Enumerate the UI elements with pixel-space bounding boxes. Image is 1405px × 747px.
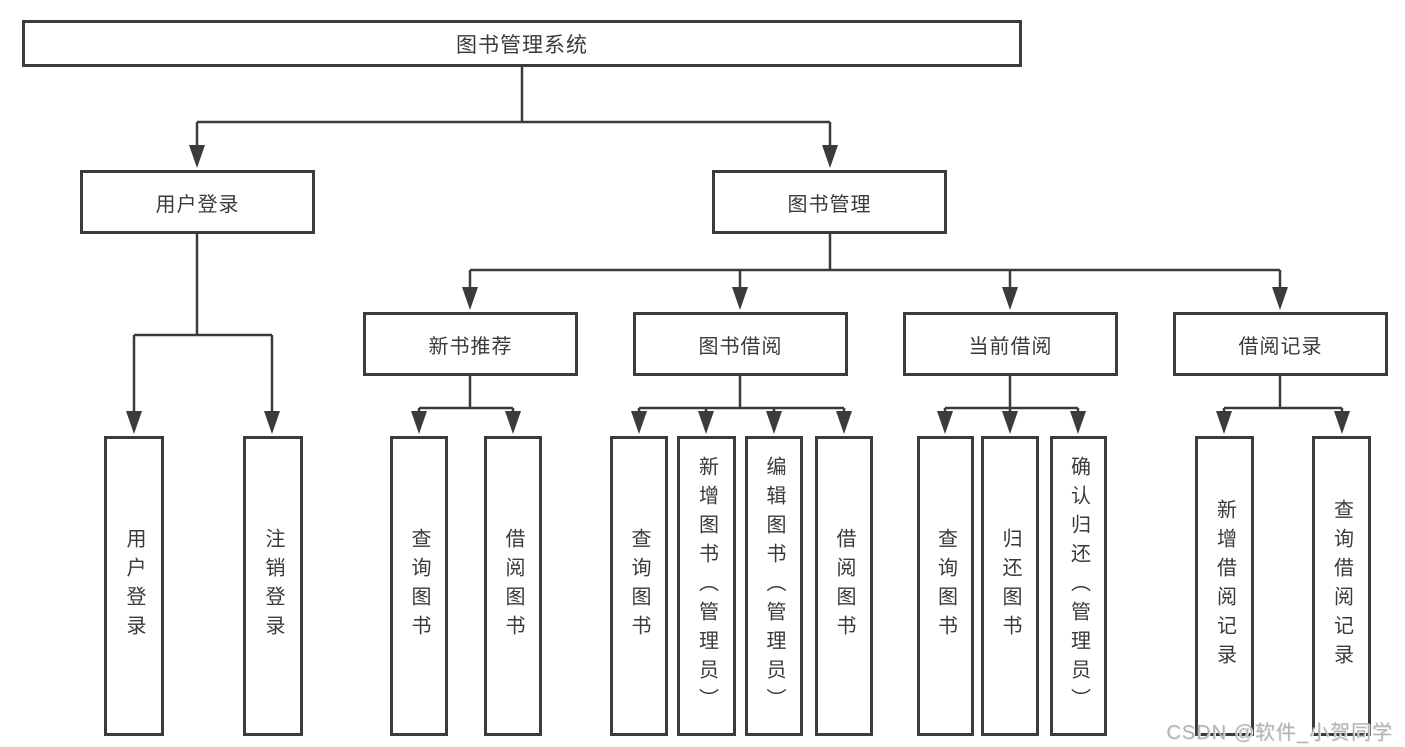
node-query-books-2: 查询图书 <box>610 436 668 736</box>
node-logout-leaf-label: 注销登录 <box>262 528 284 644</box>
node-add-borrow-record: 新增借阅记录 <box>1195 436 1254 736</box>
node-query-books-1: 查询图书 <box>390 436 448 736</box>
connector-root-branch <box>189 67 838 168</box>
node-borrowing-records: 借阅记录 <box>1173 312 1388 376</box>
arrowhead-icon <box>836 411 852 434</box>
node-new-book-recommendation-label: 新书推荐 <box>428 335 513 358</box>
watermark: CSDN @软件_小贺同学 <box>1166 722 1393 744</box>
node-new-book-recommendation: 新书推荐 <box>363 312 578 376</box>
node-borrow-books-2: 借阅图书 <box>815 436 873 736</box>
node-borrow-books-1: 借阅图书 <box>484 436 542 736</box>
node-query-books-1-label: 查询图书 <box>408 528 430 644</box>
node-user-login: 用户登录 <box>80 170 315 234</box>
node-logout-leaf: 注销登录 <box>243 436 303 736</box>
node-root: 图书管理系统 <box>22 20 1022 67</box>
arrowhead-icon <box>505 411 521 434</box>
node-book-borrowing-label: 图书借阅 <box>698 335 783 358</box>
node-query-books-2-label: 查询图书 <box>628 528 650 644</box>
node-query-borrow-record-label: 查询借阅记录 <box>1330 499 1353 673</box>
node-return-books-label: 归还图书 <box>999 528 1021 644</box>
node-root-label: 图书管理系统 <box>456 33 588 57</box>
node-borrowing-records-label: 借阅记录 <box>1238 335 1323 358</box>
arrowhead-icon <box>1216 411 1232 434</box>
node-book-borrowing: 图书借阅 <box>633 312 848 376</box>
node-borrow-books-1-label: 借阅图书 <box>502 528 524 644</box>
arrowhead-icon <box>1272 287 1288 310</box>
node-add-book-admin-label: 新增图书（管理员） <box>695 455 718 717</box>
node-add-borrow-record-label: 新增借阅记录 <box>1213 499 1236 673</box>
node-confirm-return-admin: 确认归还（管理员） <box>1050 436 1107 736</box>
arrowhead-icon <box>631 411 647 434</box>
arrowhead-icon <box>126 411 142 434</box>
arrowhead-icon <box>698 411 714 434</box>
node-book-management: 图书管理 <box>712 170 947 234</box>
arrowhead-icon <box>411 411 427 434</box>
arrowhead-icon <box>1002 411 1018 434</box>
arrowhead-icon <box>937 411 953 434</box>
arrowhead-icon <box>1002 287 1018 310</box>
connector-book-management-branch <box>462 234 1288 310</box>
arrowhead-icon <box>264 411 280 434</box>
node-edit-book-admin: 编辑图书（管理员） <box>745 436 803 736</box>
node-current-borrowing: 当前借阅 <box>903 312 1118 376</box>
node-confirm-return-admin-label: 确认归还（管理员） <box>1067 455 1090 717</box>
node-return-books: 归还图书 <box>981 436 1039 736</box>
node-current-borrowing-label: 当前借阅 <box>968 335 1053 358</box>
node-add-book-admin: 新增图书（管理员） <box>677 436 736 736</box>
node-query-books-3: 查询图书 <box>917 436 974 736</box>
arrowhead-icon <box>766 411 782 434</box>
connector-book-borrow-branch <box>631 376 852 434</box>
arrowhead-icon <box>1334 411 1350 434</box>
arrowhead-icon <box>189 145 205 168</box>
node-user-login-leaf-label: 用户登录 <box>123 528 145 644</box>
node-user-login-leaf: 用户登录 <box>104 436 164 736</box>
connector-user-login-branch <box>126 234 280 434</box>
arrowhead-icon <box>732 287 748 310</box>
connector-current-borrow-branch <box>937 376 1086 434</box>
node-query-books-3-label: 查询图书 <box>934 528 957 644</box>
node-query-borrow-record: 查询借阅记录 <box>1312 436 1371 736</box>
arrowhead-icon <box>822 145 838 168</box>
connector-new-book-branch <box>411 376 521 434</box>
arrowhead-icon <box>1070 411 1086 434</box>
node-book-management-label: 图书管理 <box>787 193 872 216</box>
node-edit-book-admin-label: 编辑图书（管理员） <box>763 455 785 717</box>
arrowhead-icon <box>462 287 478 310</box>
node-user-login-label: 用户登录 <box>155 193 240 216</box>
node-borrow-books-2-label: 借阅图书 <box>833 528 855 644</box>
connector-borrow-record-branch <box>1216 376 1350 434</box>
